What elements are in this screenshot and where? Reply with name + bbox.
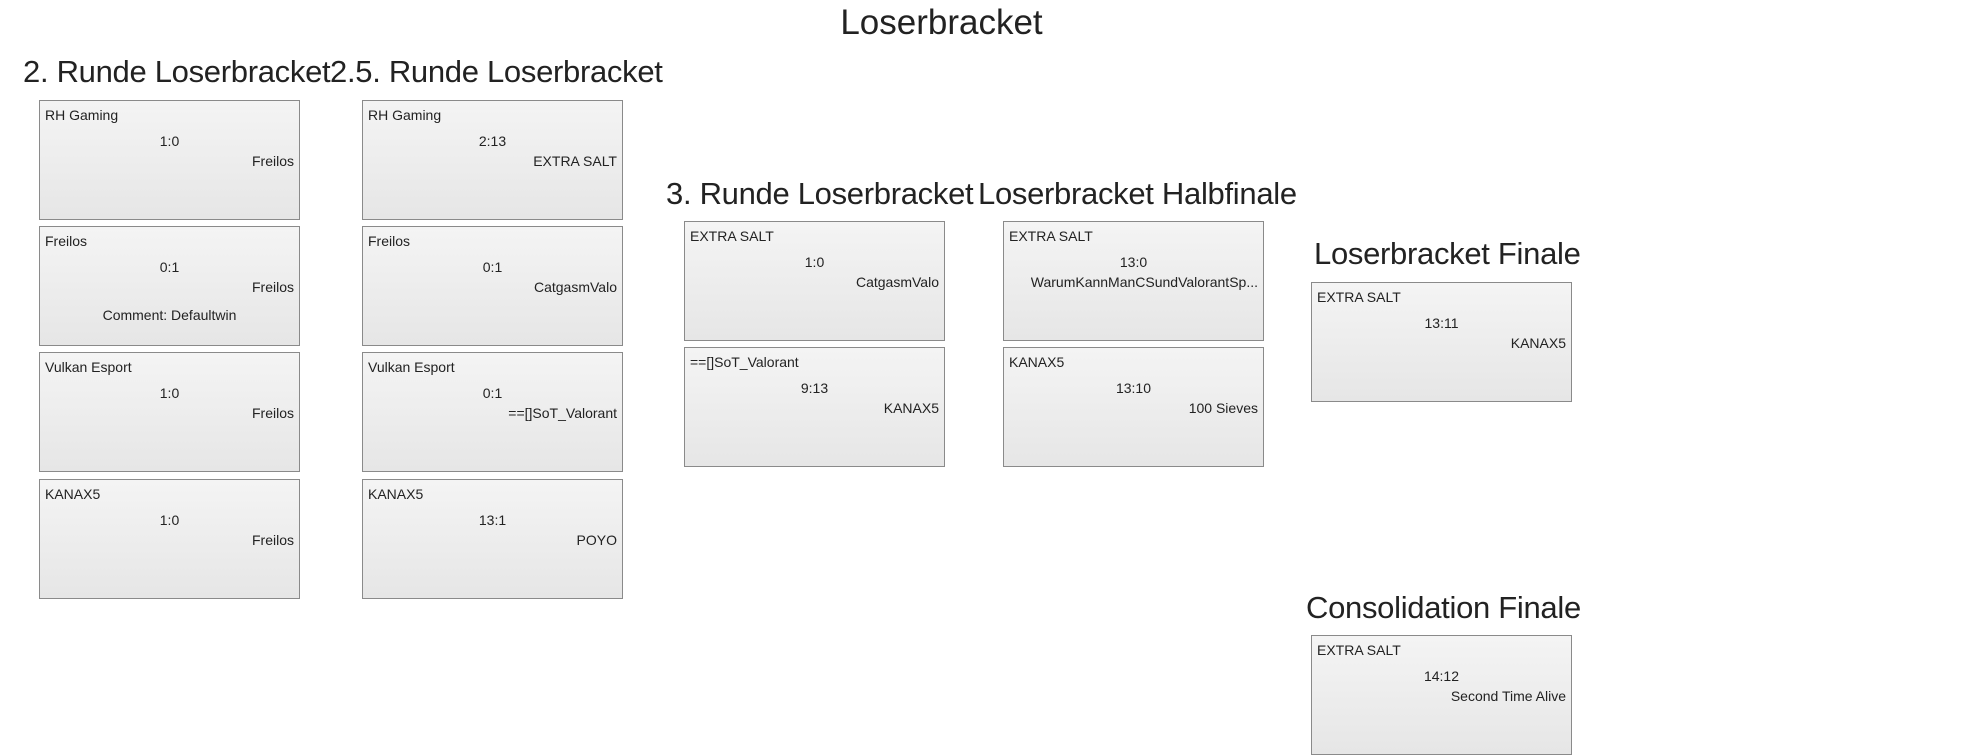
round-heading: 2.5. Runde Loserbracket <box>330 54 663 89</box>
team1-name: RH Gaming <box>45 107 119 123</box>
match-score: 1:0 <box>159 512 180 528</box>
match-score: 2:13 <box>478 133 507 149</box>
team2-name: KANAX5 <box>883 400 939 416</box>
round-heading: Loserbracket Halbfinale <box>978 176 1297 211</box>
team1-name: ==[]SoT_Valorant <box>690 354 799 370</box>
team2-name: Freilos <box>251 153 294 169</box>
team1-name: Freilos <box>368 233 411 249</box>
team1-name: RH Gaming <box>368 107 442 123</box>
team1-name: EXTRA SALT <box>1317 642 1401 658</box>
match-score: 13:0 <box>1119 254 1148 270</box>
team2-name: Freilos <box>251 405 294 421</box>
team2-name: 100 Sieves <box>1188 400 1258 416</box>
round-heading: 2. Runde Loserbracket <box>23 54 331 89</box>
team2-name: WarumKannManCSundValorantSp... <box>1030 274 1258 290</box>
match-score: 1:0 <box>159 385 180 401</box>
team1-name: KANAX5 <box>368 486 424 502</box>
team2-name: KANAX5 <box>1510 335 1566 351</box>
team2-name: Freilos <box>251 279 294 295</box>
match-card[interactable]: Vulkan Esport 0:1 ==[]SoT_Valorant <box>362 352 623 472</box>
team2-name: POYO <box>576 532 617 548</box>
round-heading: Consolidation Finale <box>1306 590 1581 625</box>
match-score: 13:1 <box>478 512 507 528</box>
team2-name: CatgasmValo <box>855 274 939 290</box>
team2-name: Freilos <box>251 532 294 548</box>
team2-name: EXTRA SALT <box>533 153 617 169</box>
team2-name: ==[]SoT_Valorant <box>508 405 617 421</box>
match-score: 0:1 <box>482 259 503 275</box>
team2-name: CatgasmValo <box>533 279 617 295</box>
match-score: 14:12 <box>1423 668 1460 684</box>
team1-name: EXTRA SALT <box>1009 228 1093 244</box>
match-card[interactable]: KANAX5 13:10 100 Sieves <box>1003 347 1264 467</box>
team1-name: Freilos <box>45 233 88 249</box>
match-comment: Comment: Defaultwin <box>102 307 237 323</box>
match-score: 1:0 <box>804 254 825 270</box>
team1-name: EXTRA SALT <box>690 228 774 244</box>
match-score: 9:13 <box>800 380 829 396</box>
page-title: Loserbracket <box>840 3 1043 42</box>
match-score: 13:10 <box>1115 380 1152 396</box>
team1-name: KANAX5 <box>1009 354 1065 370</box>
team1-name: EXTRA SALT <box>1317 289 1401 305</box>
match-score: 13:11 <box>1424 315 1459 331</box>
round-heading: Loserbracket Finale <box>1314 236 1581 271</box>
match-score: 0:1 <box>482 385 503 401</box>
match-score: 0:1 <box>159 259 180 275</box>
team1-name: Vulkan Esport <box>368 359 455 375</box>
match-score: 1:0 <box>159 133 180 149</box>
team1-name: Vulkan Esport <box>45 359 132 375</box>
team1-name: KANAX5 <box>45 486 101 502</box>
round-heading: 3. Runde Loserbracket <box>666 176 974 211</box>
team2-name: Second Time Alive <box>1450 688 1566 704</box>
